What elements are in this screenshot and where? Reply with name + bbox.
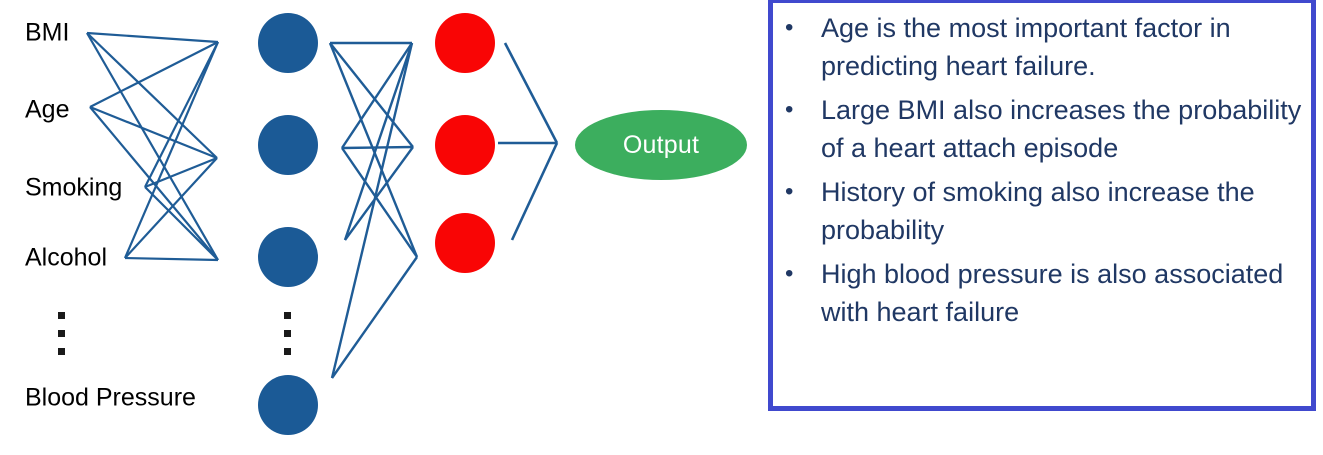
- hidden-layer-node: [258, 375, 318, 435]
- connection-line: [329, 42, 414, 148]
- connection-line: [331, 256, 418, 379]
- hidden-layer-node: [258, 227, 318, 287]
- connection-line: [89, 41, 219, 108]
- input-feature-label: Age: [25, 95, 70, 124]
- connection-line: [341, 42, 413, 149]
- bullet-point-icon: •: [785, 260, 794, 287]
- connection-line: [144, 156, 218, 189]
- output-layer-node: [435, 13, 495, 73]
- connection-line: [86, 32, 219, 261]
- connection-line: [86, 32, 218, 159]
- bullet-point-icon: •: [785, 14, 794, 41]
- input-feature-label: Alcohol: [25, 243, 107, 272]
- insight-bullet-item: • Age is the most important factor in pre…: [779, 9, 1305, 85]
- insight-bullet-text: Age is the most important factor in pred…: [821, 13, 1231, 81]
- connection-line: [124, 256, 219, 262]
- hidden-layer-node: [258, 115, 318, 175]
- connection-line: [328, 42, 419, 258]
- connection-line: [341, 147, 418, 258]
- insight-bullet-item: • History of smoking also increase the pr…: [779, 173, 1305, 249]
- connection-line: [343, 42, 414, 241]
- insight-bullet-text: History of smoking also increase the pro…: [821, 177, 1255, 245]
- connection-line: [503, 42, 559, 144]
- insight-bullet-text: Large BMI also increases the probability…: [821, 95, 1302, 163]
- input-feature-label: Blood Pressure: [25, 383, 196, 412]
- output-ellipse: Output: [575, 110, 747, 180]
- connection-line: [144, 41, 219, 188]
- insight-bullet-text: High blood pressure is also associated w…: [821, 259, 1284, 327]
- connection-line: [330, 42, 414, 379]
- output-layer-node: [435, 115, 495, 175]
- output-layer-node: [435, 213, 495, 273]
- connection-line: [124, 157, 218, 259]
- connection-line: [123, 41, 220, 259]
- bullet-point-icon: •: [785, 96, 794, 123]
- edges-hidden-to-output: [328, 41, 419, 379]
- insight-bullet-item: • High blood pressure is also associated …: [779, 255, 1305, 331]
- connection-line: [144, 186, 219, 261]
- input-feature-label: Smoking: [25, 173, 123, 202]
- insights-panel: • Age is the most important factor in pre…: [768, 0, 1316, 411]
- hidden-ellipsis-icon: [284, 312, 291, 366]
- input-feature-label: BMI: [25, 18, 70, 47]
- output-ellipse-label: Output: [622, 130, 700, 159]
- insight-bullet-item: • Large BMI also increases the probabilit…: [779, 91, 1305, 167]
- hidden-layer-node: [258, 13, 318, 73]
- input-ellipsis-icon: [58, 312, 65, 366]
- edges-output-to-result: [498, 42, 559, 241]
- connection-line: [89, 105, 218, 160]
- connection-line: [510, 142, 559, 241]
- bullet-point-icon: •: [785, 178, 794, 205]
- edges-input-to-hidden: [86, 31, 220, 262]
- connection-line: [86, 31, 219, 44]
- connection-line: [344, 146, 414, 241]
